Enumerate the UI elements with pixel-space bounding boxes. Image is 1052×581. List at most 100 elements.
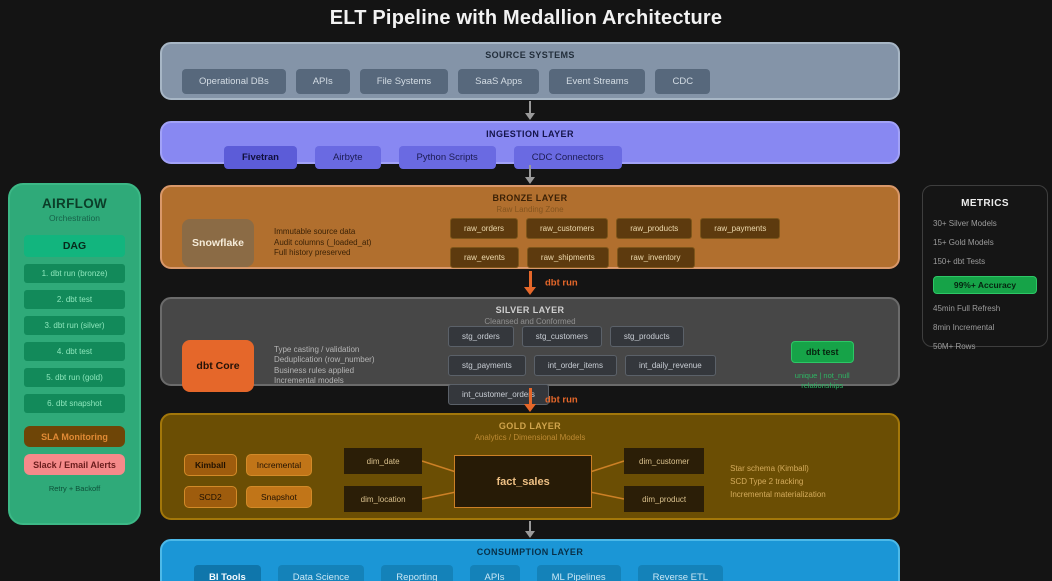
- flow-arrow-silver-to-gold: dbt run: [160, 386, 900, 413]
- gold-notes: Star schema (Kimball) SCD Type 2 trackin…: [730, 462, 826, 501]
- page-title: ELT Pipeline with Medallion Architecture: [329, 7, 723, 29]
- table-chip: raw_inventory: [616, 247, 695, 268]
- ingestion-row: Fivetran Airbyte Python Scripts CDC Conn…: [224, 146, 898, 169]
- ingestion-header: INGESTION LAYER: [486, 129, 574, 139]
- fact-sales-node: fact_sales: [454, 455, 593, 508]
- silver-note: Incremental models: [274, 376, 344, 385]
- flow-arrow-bronze-to-silver: dbt run: [160, 269, 900, 297]
- metrics-title: METRICS: [961, 198, 1009, 209]
- consumption-node-ml-pipelines: ML Pipelines: [536, 565, 621, 581]
- bronze-layer: BRONZE LAYER Raw Landing Zone Snowflake …: [160, 185, 900, 269]
- dag-step-2: 2. dbt test: [24, 290, 125, 309]
- dim-product-node: dim_product: [624, 486, 705, 512]
- dbt-test-note: unique | not_null relationships: [795, 371, 850, 390]
- metrics-panel: METRICS 30+ Silver Models 15+ Gold Model…: [922, 185, 1048, 351]
- bronze-note: Audit columns (_loaded_at): [274, 237, 372, 247]
- dbt-test-group: dbt test unique | not_null relationships: [767, 341, 878, 390]
- table-chip: raw_products: [616, 218, 693, 239]
- dbt-test-note-line2: relationships: [801, 380, 844, 390]
- pipeline-column: SOURCE SYSTEMS Operational DBs APIs File…: [160, 42, 900, 581]
- gold-subtitle: Analytics / Dimensional Models: [474, 433, 586, 442]
- dbt-core-node: dbt Core: [182, 339, 254, 392]
- gold-layer: GOLD LAYER Analytics / Dimensional Model…: [160, 413, 900, 520]
- gold-badges: Kimball Incremental SCD2 Snapshot: [184, 454, 313, 508]
- consumption-node-apis: APIs: [469, 565, 520, 581]
- badge-scd2: SCD2: [184, 486, 237, 508]
- silver-tables: stg_orders stg_customers stg_products st…: [448, 326, 767, 405]
- source-systems-layer: SOURCE SYSTEMS Operational DBs APIs File…: [160, 42, 900, 100]
- consumption-node-reverse-etl: Reverse ETL: [637, 565, 724, 581]
- source-node-event-streams: Event Streams: [549, 69, 646, 94]
- gold-content: Kimball Incremental SCD2 Snapshot dim_da…: [162, 448, 898, 514]
- ingestion-node-airbyte: Airbyte: [314, 146, 381, 169]
- table-chip: raw_customers: [526, 218, 609, 239]
- table-chip: stg_products: [609, 326, 684, 347]
- gold-note: Star schema (Kimball): [730, 463, 809, 473]
- gold-note: Incremental materialization: [730, 489, 826, 499]
- dim-date-node: dim_date: [344, 448, 423, 474]
- silver-header: SILVER LAYER: [495, 305, 565, 315]
- consumption-node-reporting: Reporting: [381, 565, 453, 581]
- sla-monitoring-badge: SLA Monitoring: [24, 426, 125, 447]
- dag-step-6: 6. dbt snapshot: [24, 394, 125, 413]
- source-node-operational-dbs: Operational DBs: [182, 69, 286, 94]
- bronze-notes: Immutable source data Audit columns (_lo…: [274, 227, 424, 259]
- metric-accuracy-badge: 99%+ Accuracy: [933, 276, 1037, 294]
- table-chip: raw_shipments: [526, 247, 609, 268]
- down-arrow-icon: [524, 387, 536, 412]
- down-arrow-icon: [525, 165, 535, 184]
- dim-location-node: dim_location: [344, 486, 423, 512]
- silver-layer: SILVER LAYER Cleansed and Conformed dbt …: [160, 297, 900, 405]
- bronze-header: BRONZE LAYER: [492, 193, 568, 203]
- retry-note: Retry + Backoff: [48, 484, 101, 493]
- metric-gold-models: 15+ Gold Models: [933, 238, 994, 247]
- silver-notes: Type casting / validation Deduplication …: [274, 345, 434, 387]
- down-arrow-icon: [525, 521, 535, 538]
- down-arrow-icon: [524, 271, 536, 295]
- consumption-node-data-science: Data Science: [277, 565, 365, 581]
- dim-customer-node: dim_customer: [624, 448, 705, 474]
- table-chip: stg_customers: [521, 326, 602, 347]
- flow-arrow-gold-to-consumption: [160, 520, 900, 539]
- ingestion-layer: INGESTION LAYER Fivetran Airbyte Python …: [160, 121, 900, 169]
- silver-content: dbt Core Type casting / validation Dedup…: [162, 326, 898, 405]
- ingestion-node-python-scripts: Python Scripts: [398, 146, 496, 169]
- source-node-saas-apps: SaaS Apps: [458, 69, 540, 94]
- dag-step-3: 3. dbt run (silver): [24, 316, 125, 335]
- dag-step-5: 5. dbt run (gold): [24, 368, 125, 387]
- metric-full-refresh: 45min Full Refresh: [933, 304, 1001, 313]
- metric-silver-models: 30+ Silver Models: [933, 219, 997, 228]
- source-systems-header: SOURCE SYSTEMS: [485, 50, 575, 60]
- airflow-panel: AIRFLOW Orchestration DAG 1. dbt run (br…: [8, 183, 141, 525]
- table-chip: int_daily_revenue: [624, 355, 716, 376]
- dag-step-1: 1. dbt run (bronze): [24, 264, 125, 283]
- source-node-cdc: CDC: [655, 69, 711, 94]
- silver-note: Business rules applied: [274, 365, 355, 375]
- table-chip: raw_payments: [700, 218, 781, 239]
- airflow-subtitle: Orchestration: [48, 213, 101, 223]
- star-schema-lines: [421, 460, 625, 500]
- table-chip: int_customer_orders: [448, 384, 549, 405]
- table-chip: raw_events: [450, 247, 519, 268]
- bronze-content: Snowflake Immutable source data Audit co…: [162, 214, 898, 268]
- down-arrow-icon: [525, 101, 535, 120]
- badge-snapshot: Snapshot: [245, 486, 313, 508]
- bronze-subtitle: Raw Landing Zone: [496, 205, 564, 214]
- dbt-test-badge: dbt test: [791, 341, 854, 363]
- consumption-layer: CONSUMPTION LAYER BI Tools Data Science …: [160, 539, 900, 581]
- source-node-apis: APIs: [295, 69, 350, 94]
- badge-kimball: Kimball: [184, 454, 237, 476]
- consumption-header: CONSUMPTION LAYER: [476, 547, 584, 557]
- dbt-run-label: dbt run: [545, 394, 578, 405]
- badge-incremental: Incremental: [245, 454, 313, 476]
- dag-badge: DAG: [24, 235, 125, 257]
- dbt-test-note-line1: unique | not_null: [794, 371, 850, 380]
- metric-rows: 50M+ Rows: [933, 342, 976, 351]
- snowflake-node: Snowflake: [182, 219, 254, 267]
- bronze-note: Immutable source data: [274, 227, 356, 237]
- silver-note: Type casting / validation: [274, 344, 360, 354]
- flow-arrow-source-to-ingestion: [160, 100, 900, 121]
- bronze-tables: raw_orders raw_customers raw_products ra…: [450, 218, 786, 268]
- table-chip: int_order_items: [533, 355, 617, 376]
